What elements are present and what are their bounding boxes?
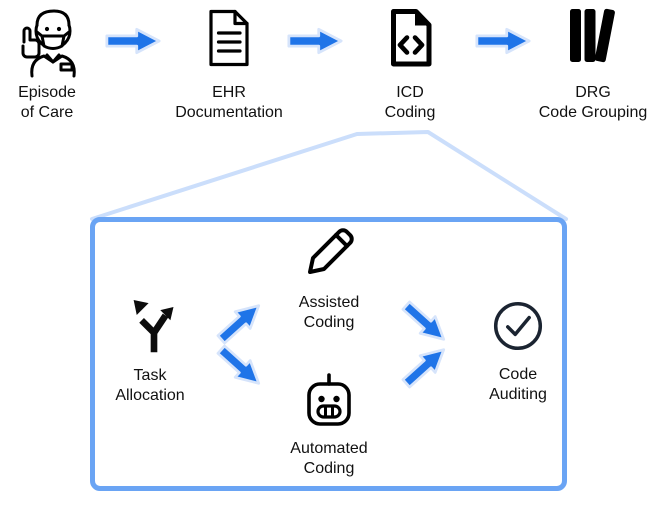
step-label-icd-coding: ICD Coding bbox=[384, 84, 436, 121]
step-label-episode-of-care: Episode of Care bbox=[18, 84, 76, 121]
pencil-icon bbox=[301, 225, 357, 281]
diverge-arrow-up-icon bbox=[209, 293, 270, 352]
split-arrows-icon bbox=[122, 292, 186, 354]
arrow-right-icon bbox=[474, 27, 532, 55]
node-label-code-auditing: Code Auditing bbox=[489, 366, 547, 403]
node-label-automated-coding: Automated Coding bbox=[290, 440, 368, 477]
node-label-task-allocation: Task Allocation bbox=[115, 367, 185, 404]
node-label-assisted-coding: Assisted Coding bbox=[298, 294, 360, 331]
clinician-icon bbox=[14, 4, 80, 78]
arrow-right-icon bbox=[286, 27, 344, 55]
converge-arrow-down-icon bbox=[394, 293, 455, 352]
diverge-arrow-down-icon bbox=[209, 337, 270, 396]
code-file-icon bbox=[388, 8, 434, 68]
check-circle-icon bbox=[492, 300, 544, 352]
books-icon bbox=[567, 6, 619, 66]
arrow-right-icon bbox=[104, 27, 162, 55]
step-label-drg-code-grouping: DRG Code Grouping bbox=[538, 84, 648, 121]
robot-icon bbox=[300, 372, 358, 430]
converge-arrow-up-icon bbox=[394, 337, 455, 396]
document-icon bbox=[206, 8, 252, 68]
step-label-ehr-documentation: EHR Documentation bbox=[175, 84, 283, 121]
